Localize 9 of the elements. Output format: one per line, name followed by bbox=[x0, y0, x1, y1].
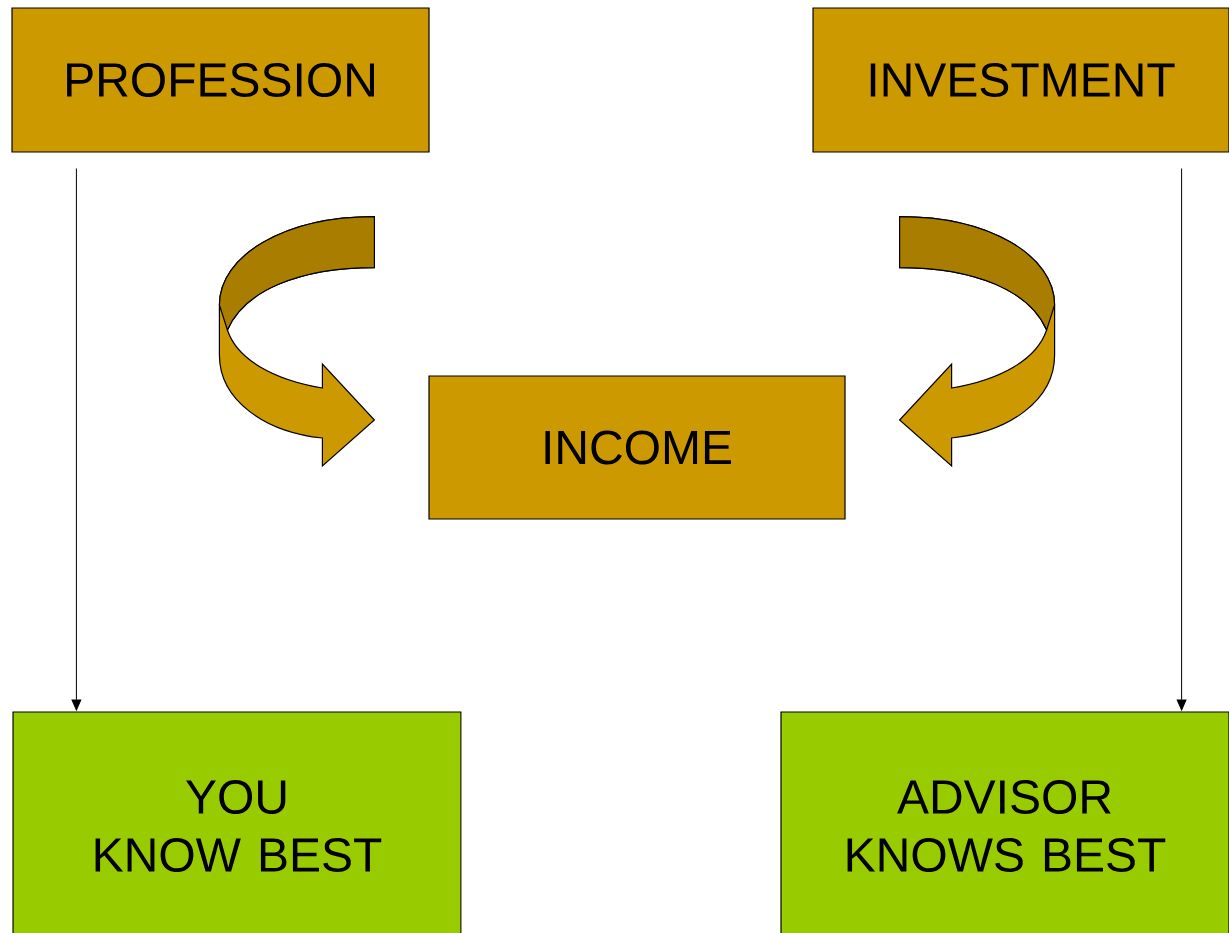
process-box: YOU KNOW BEST bbox=[12, 711, 462, 933]
process-box: ADVISOR KNOWS BEST bbox=[780, 711, 1229, 933]
process-box: PROFESSION bbox=[11, 7, 430, 153]
arrow bbox=[1176, 168, 1187, 711]
process-box: INCOME bbox=[428, 375, 846, 520]
arrow bbox=[71, 168, 82, 711]
process-box: INVESTMENT bbox=[812, 7, 1229, 153]
curved-arrow bbox=[218, 216, 375, 467]
curved-arrow bbox=[899, 216, 1056, 467]
